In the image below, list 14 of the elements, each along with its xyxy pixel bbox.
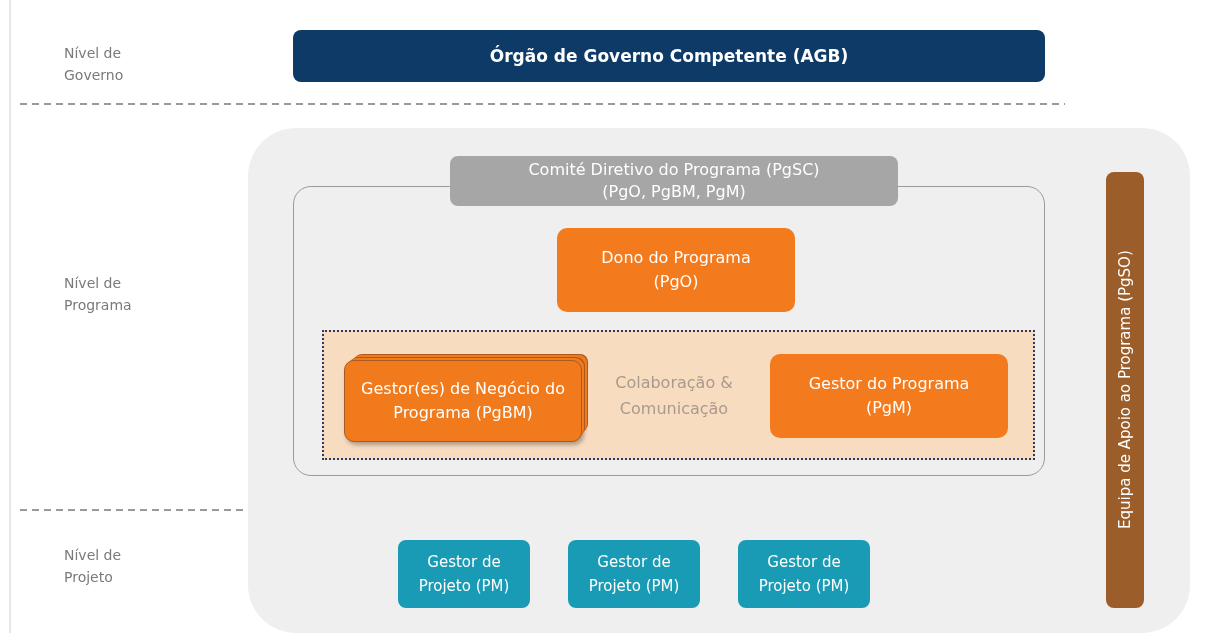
project-box: Gestor de Projeto (PM) [738, 540, 870, 608]
level-label: Nível de Programa [64, 274, 133, 315]
program-panel [248, 128, 1190, 633]
process-box: Gestor do Programa (PgM) [770, 354, 1008, 438]
support-bar: Equipa de Apoio ao Programa (PgSO) [1106, 172, 1144, 608]
level-label: Nível de Projeto [64, 546, 123, 587]
governance-box: Órgão de Governo Competente (AGB) [293, 30, 1045, 82]
collaboration-area [322, 330, 1035, 460]
project-box: Gestor de Projeto (PM) [568, 540, 700, 608]
level-label: Nível de Governo [64, 44, 125, 85]
collaboration-label: Colaboração & Comunicação [614, 372, 734, 420]
committee-heading: Comité Diretivo do Programa (PgSC) (PgO, PgBM, PgM) [450, 156, 898, 206]
process-box: Dono do Programa (PgO) [557, 228, 795, 312]
project-box: Gestor de Projeto (PM) [398, 540, 530, 608]
